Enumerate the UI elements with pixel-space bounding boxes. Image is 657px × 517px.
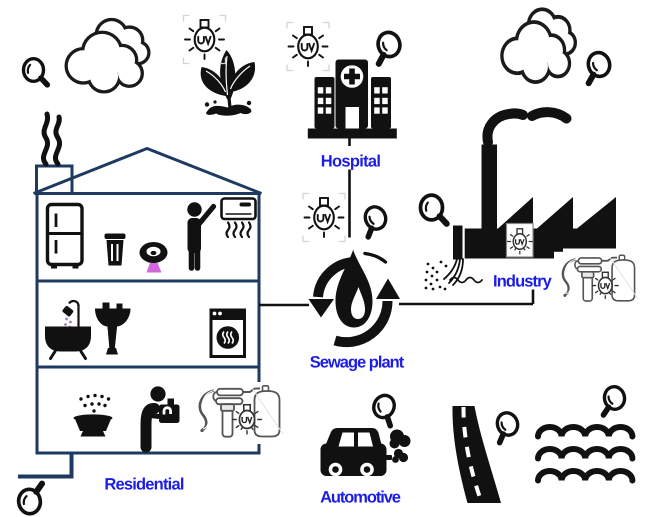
- svg-text:Residential: Residential: [104, 476, 183, 494]
- svg-text:Industry: Industry: [493, 273, 553, 291]
- svg-text:Automotive: Automotive: [320, 489, 401, 507]
- svg-text:Hospital: Hospital: [321, 153, 381, 171]
- svg-text:Sewage plant: Sewage plant: [310, 354, 405, 372]
